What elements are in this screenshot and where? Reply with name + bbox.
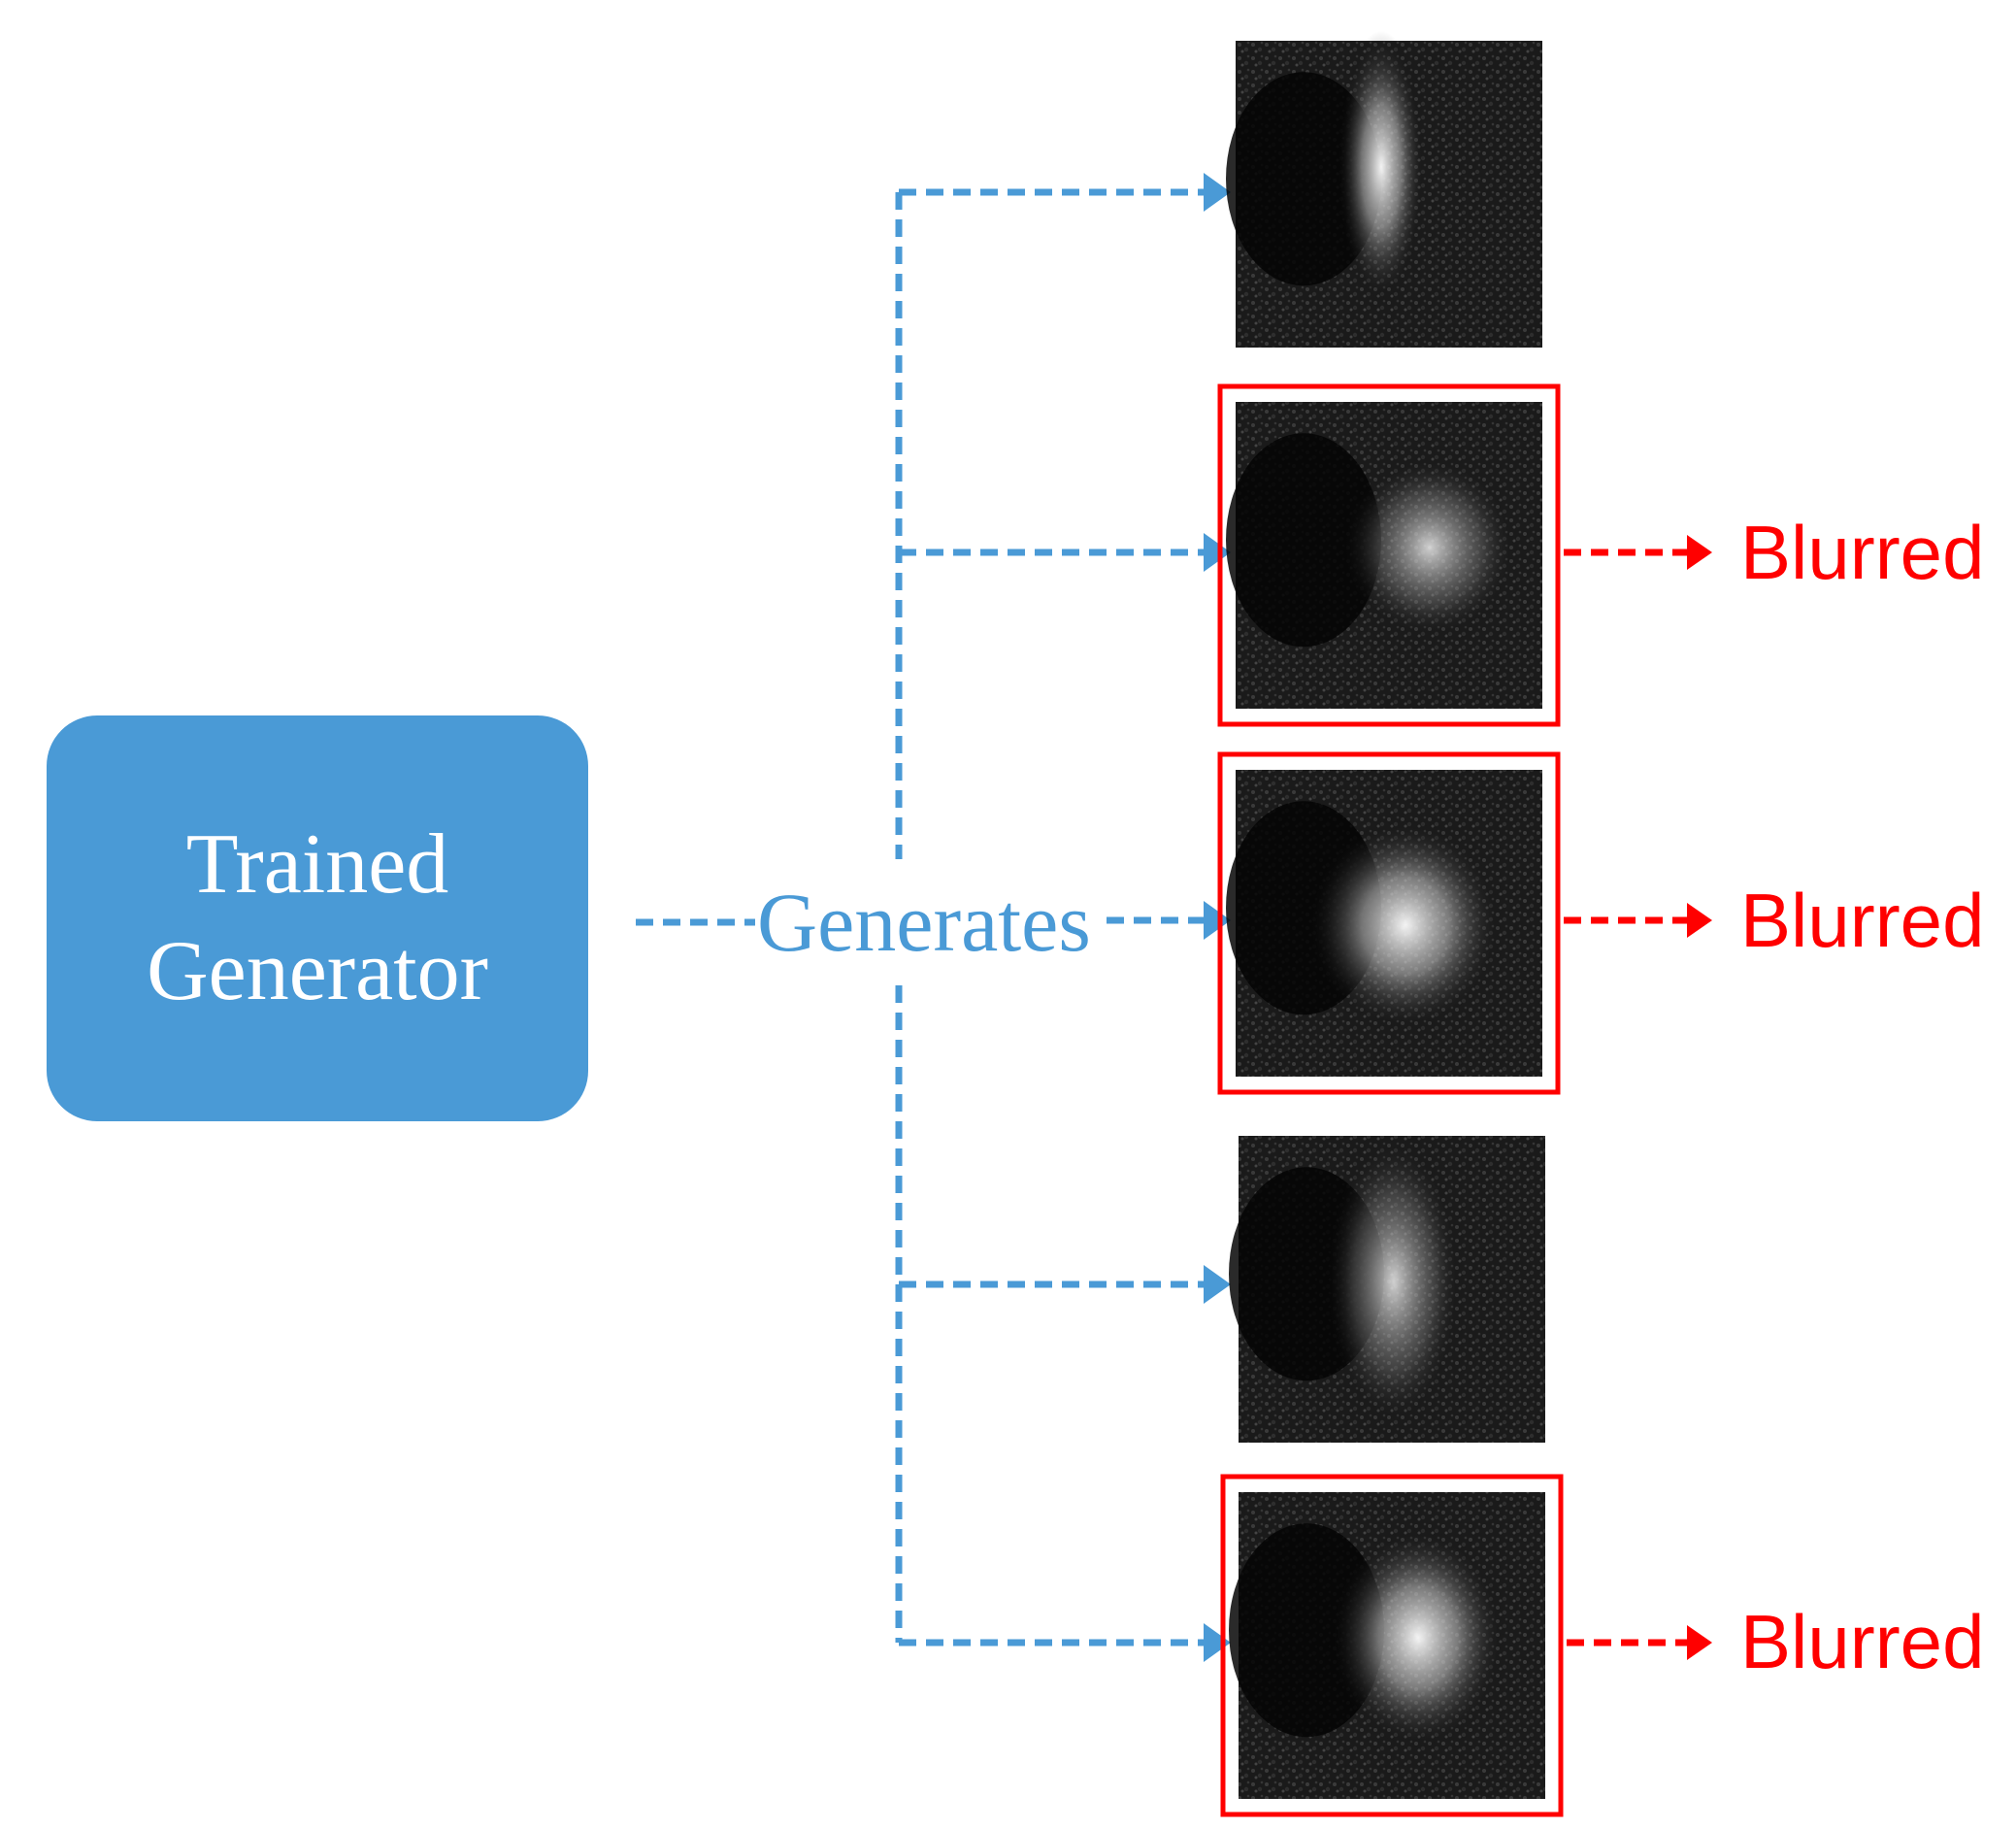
- generator-label-line2: Generator: [147, 924, 488, 1018]
- branch-arrowhead-4: [1204, 1265, 1231, 1304]
- blurred-label-2: Blurred: [1740, 878, 1985, 963]
- blurred-frame-5: [1220, 1474, 1564, 1817]
- generator-label-line1: Trained: [185, 817, 449, 912]
- branch-arrowhead-2: [1204, 533, 1231, 572]
- blurred-label-3: Blurred: [1740, 1599, 1985, 1684]
- blurred-label-1: Blurred: [1740, 510, 1985, 595]
- output-image-shadow-2: [1226, 433, 1381, 648]
- blurred-frame-2: [1217, 383, 1561, 727]
- output-image-highlight-4: [1326, 1136, 1462, 1427]
- branch-arrowhead-3: [1204, 901, 1231, 940]
- trained-generator-box: Trained Generator: [47, 715, 588, 1121]
- blurred-arrowhead-2: [1687, 535, 1712, 570]
- blurred-arrowhead-5: [1687, 1625, 1712, 1660]
- blurred-arrowhead-3: [1687, 903, 1712, 938]
- blurred-frame-3: [1217, 751, 1561, 1095]
- output-image-highlight-3: [1308, 818, 1503, 1032]
- branch-arrowhead-5: [1204, 1623, 1231, 1662]
- output-image-highlight-2: [1342, 455, 1517, 640]
- output-image-highlight-5: [1331, 1526, 1505, 1749]
- generates-label: Generates: [757, 876, 1091, 969]
- branch-arrowhead-1: [1204, 173, 1231, 212]
- output-image-highlight-1: [1338, 31, 1425, 303]
